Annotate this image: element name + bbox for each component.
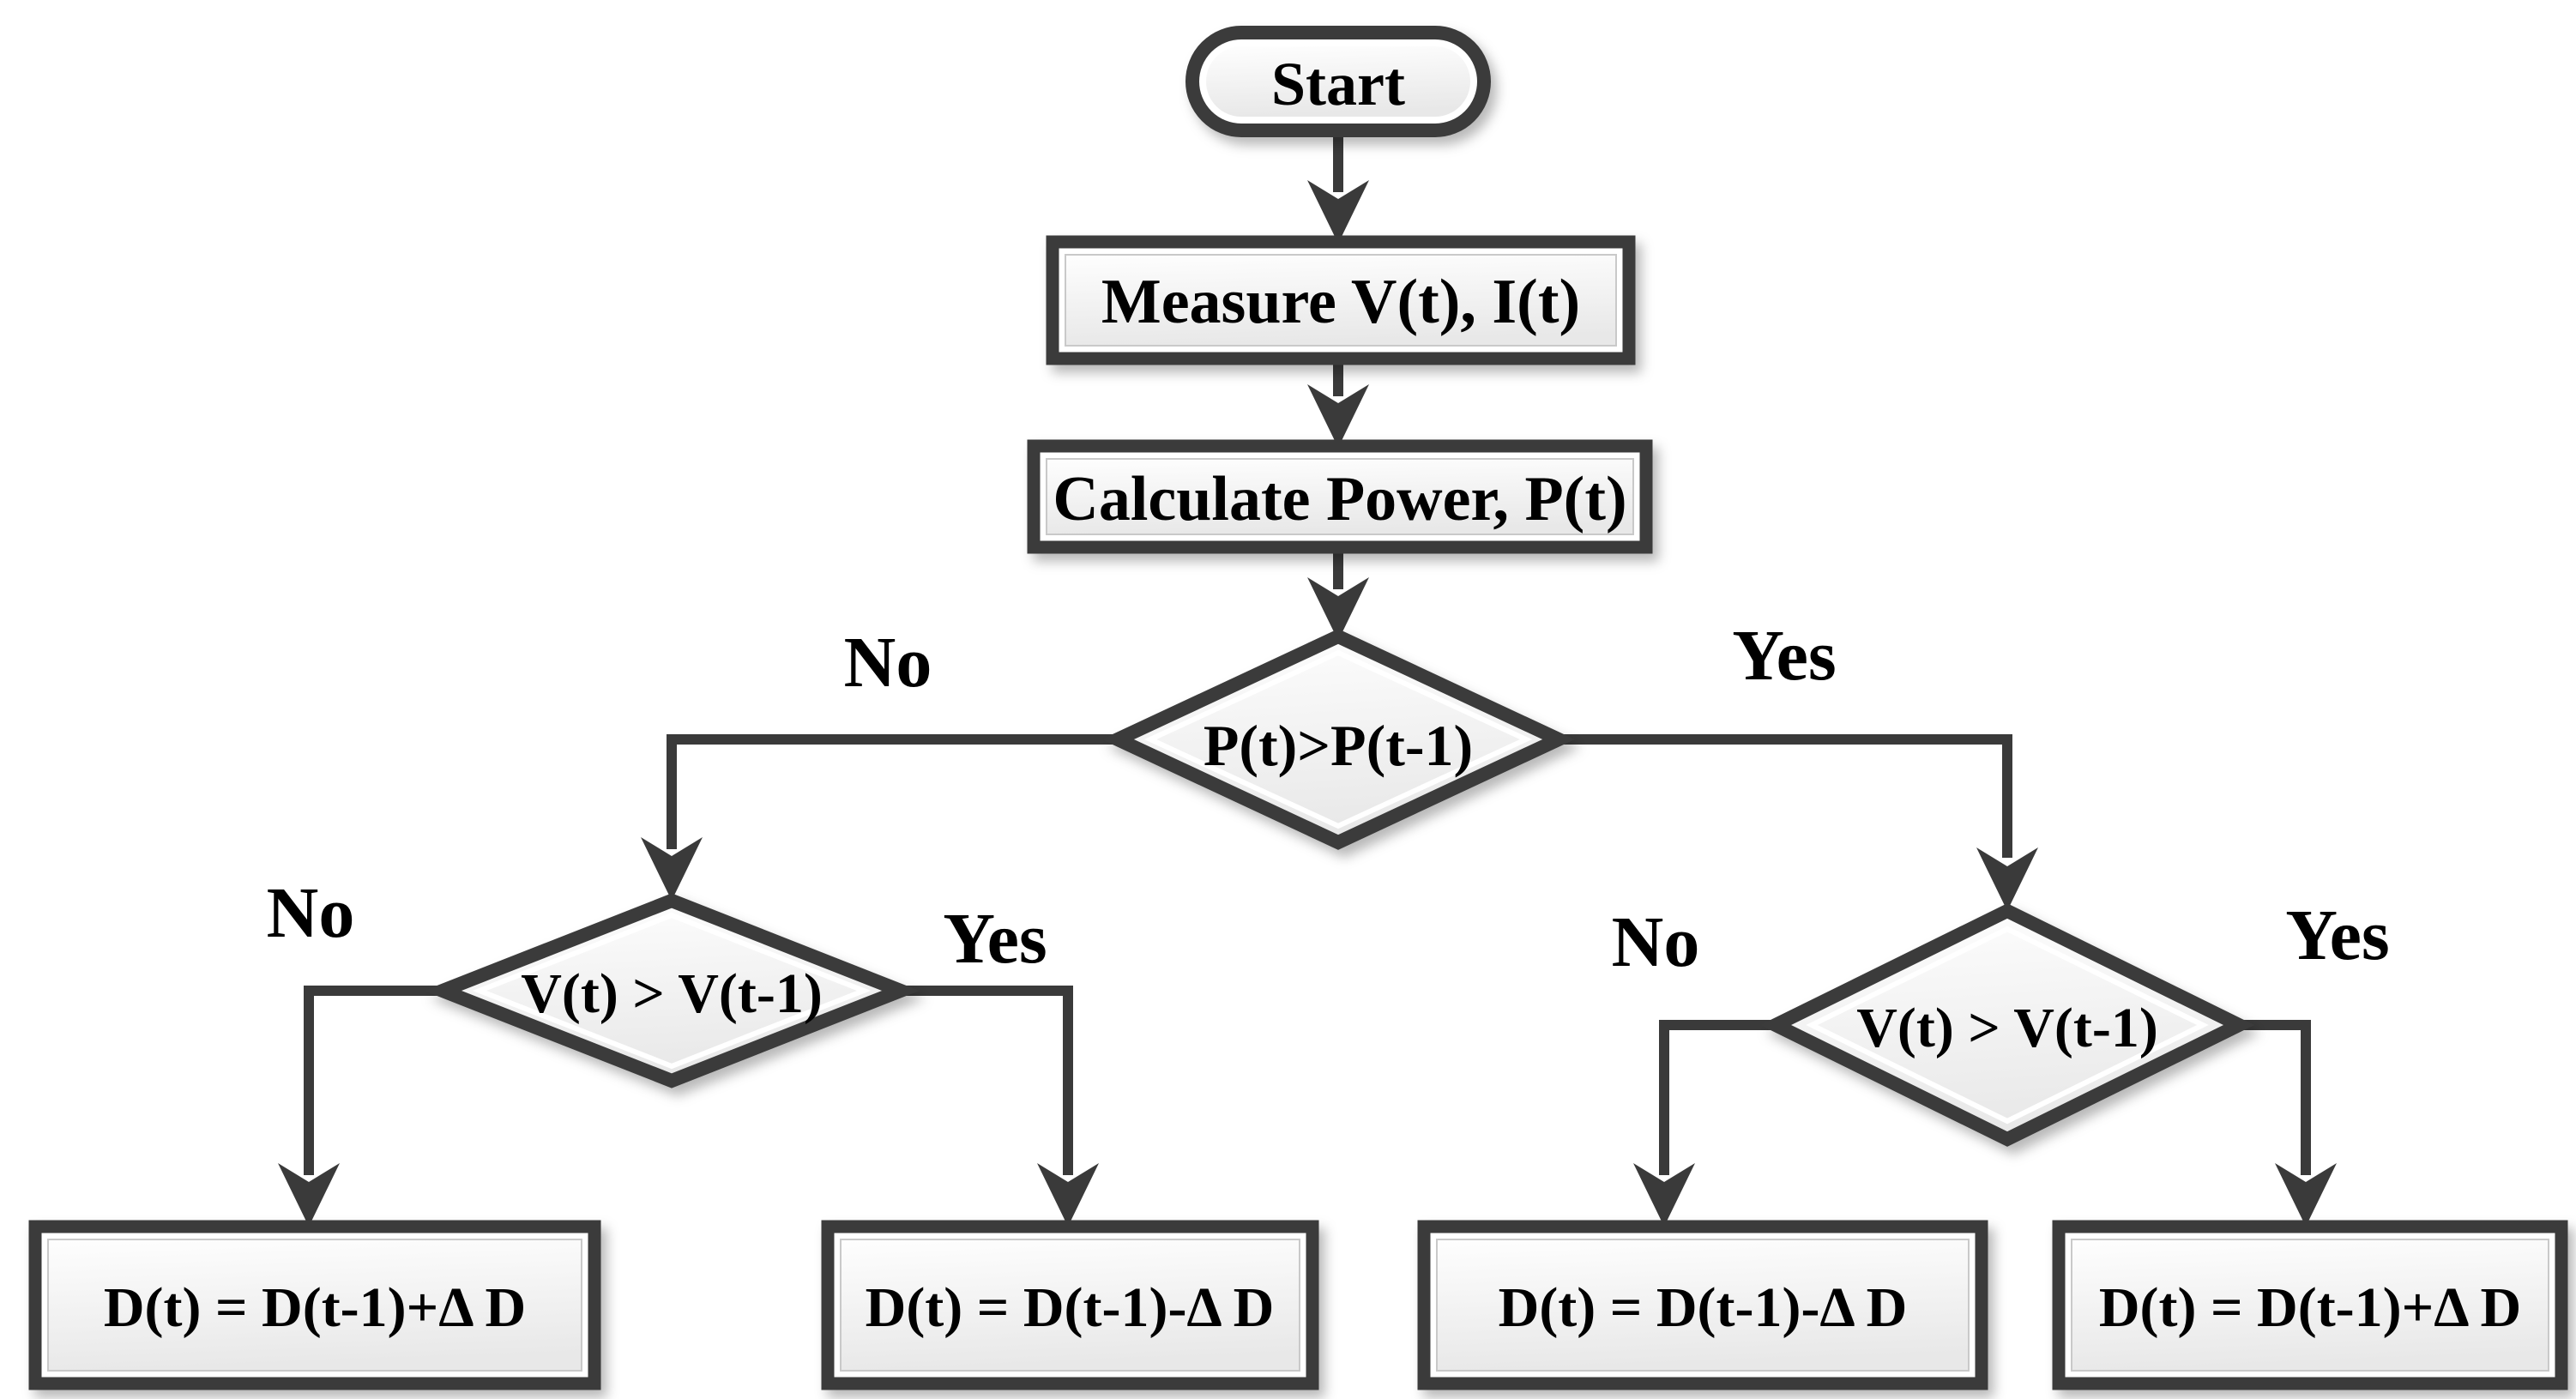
branch-label-left-no: No: [267, 873, 355, 953]
arrowhead-left-yes-branch: [1037, 1163, 1099, 1227]
calculate-label: Calculate Power, P(t): [1053, 464, 1626, 534]
start-fill: [1206, 46, 1470, 117]
branch-label-right-no: No: [1612, 902, 1700, 982]
node-duty-update-2: D(t) = D(t-1)-Δ D: [821, 1220, 1319, 1390]
power-decision-border: [1101, 629, 1575, 850]
duty-update-3-fill: [1436, 1239, 1970, 1372]
edge-power-yes-branch: [1559, 734, 2012, 858]
voltage-decision-right-border: [1759, 903, 2255, 1147]
edge-right-no-branch: [1659, 1020, 1776, 1175]
node-measure-process: Measure V(t), I(t): [1046, 235, 1636, 365]
start-label: Start: [1271, 50, 1405, 118]
arrowhead-right-no-branch: [1633, 1163, 1695, 1227]
arrowhead-start-to-measure: [1307, 180, 1369, 244]
edge-right-yes-branch: [2239, 1020, 2311, 1175]
branch-labels: No Yes No Yes No Yes: [267, 616, 2390, 982]
edge-left-yes-branch: [901, 986, 1073, 1175]
power-decision-label: P(t)>P(t-1): [1204, 713, 1473, 778]
calculate-fill: [1046, 458, 1634, 535]
node-power-decision: P(t)>P(t-1): [1101, 629, 1575, 850]
duty-update-4-fill: [2071, 1239, 2549, 1372]
branch-label-power-yes: Yes: [1732, 616, 1836, 696]
voltage-decision-right-label: V(t) > V(t-1): [1856, 997, 2158, 1059]
duty-update-4-label: D(t) = D(t-1)+Δ D: [2099, 1276, 2521, 1339]
node-duty-update-3: D(t) = D(t-1)-Δ D: [1417, 1220, 1988, 1390]
node-duty-update-1: D(t) = D(t-1)+Δ D: [28, 1220, 601, 1390]
node-start-terminator: Start: [1185, 26, 1491, 137]
voltage-decision-left-inner-rim: [472, 912, 872, 1070]
branch-label-left-yes: Yes: [943, 899, 1047, 979]
voltage-decision-left-border: [424, 893, 920, 1088]
edge-power-no-branch: [667, 734, 1118, 849]
branch-label-right-yes: Yes: [2285, 895, 2389, 975]
arrowhead-left-no-branch: [278, 1163, 340, 1227]
power-decision-inner-rim: [1143, 649, 1533, 829]
voltage-decision-left-label: V(t) > V(t-1): [521, 962, 823, 1025]
duty-update-1-fill: [47, 1239, 582, 1372]
arrowhead-calculate-to-power-decision: [1307, 577, 1369, 641]
duty-update-2-label: D(t) = D(t-1)-Δ D: [866, 1276, 1275, 1339]
arrowhead-power-yes-branch: [1976, 847, 2038, 911]
voltage-decision-right-inner-rim: [1806, 926, 2209, 1125]
nodes: Start Measure V(t), I(t) Calculate Power…: [28, 26, 2568, 1390]
arrowhead-measure-to-calculate: [1307, 384, 1369, 448]
duty-update-3-label: D(t) = D(t-1)-Δ D: [1499, 1276, 1908, 1339]
node-duty-update-4: D(t) = D(t-1)+Δ D: [2052, 1220, 2568, 1390]
connectors: [278, 129, 2337, 1227]
node-calculate-process: Calculate Power, P(t): [1027, 439, 1653, 554]
measure-fill: [1065, 254, 1617, 347]
branch-label-power-no: No: [844, 623, 932, 703]
node-voltage-decision-left: V(t) > V(t-1): [424, 893, 920, 1088]
duty-update-1-label: D(t) = D(t-1)+Δ D: [104, 1276, 526, 1339]
arrowhead-right-yes-branch: [2275, 1163, 2337, 1227]
measure-label: Measure V(t), I(t): [1101, 267, 1580, 337]
arrowhead-power-no-branch: [641, 837, 703, 901]
edge-left-no-branch: [304, 986, 443, 1175]
node-voltage-decision-right: V(t) > V(t-1): [1759, 903, 2255, 1147]
duty-update-2-fill: [840, 1239, 1300, 1372]
